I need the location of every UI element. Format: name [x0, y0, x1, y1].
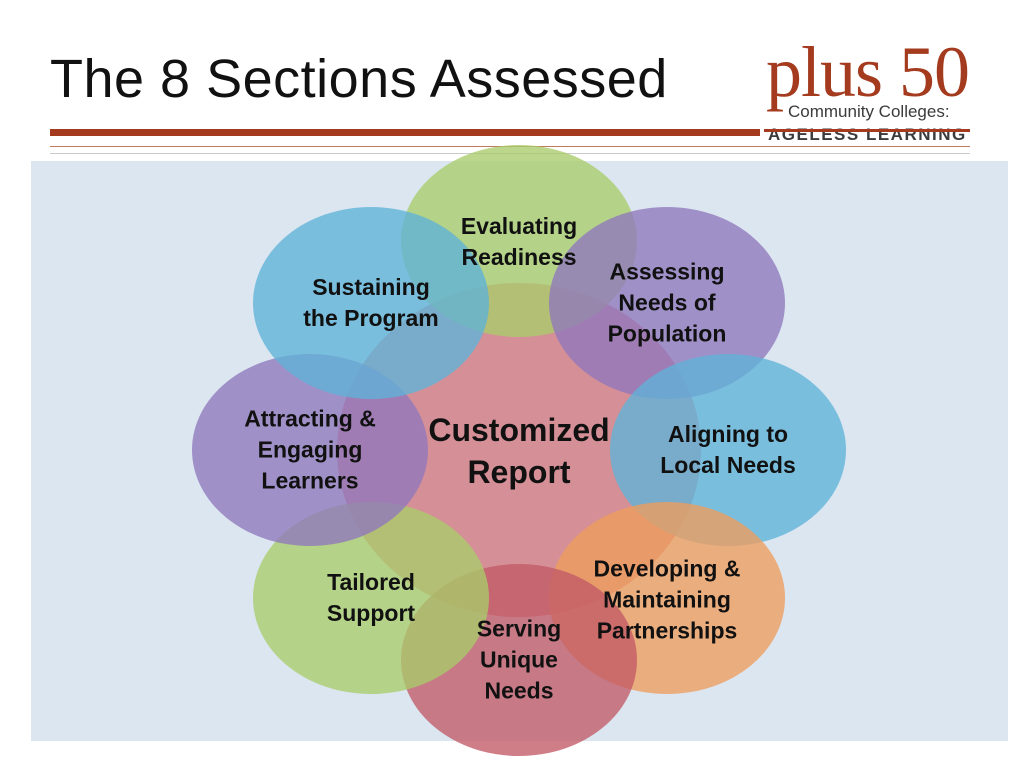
- section-circle-sustaining-program: [253, 207, 489, 399]
- section-label-sustaining-program: Sustaining the Program: [303, 274, 439, 331]
- section-label-aligning-local-needs: Aligning to Local Needs: [660, 421, 796, 478]
- section-label-serving-unique-needs: Serving Unique Needs: [476, 615, 562, 704]
- slide-title: The 8 Sections Assessed: [50, 49, 668, 109]
- center-label: Customized Report: [428, 412, 610, 490]
- section-circle-tailored-support: [253, 502, 489, 694]
- logo-wordmark: plus 50: [766, 32, 970, 112]
- logo-subtitle: Community Colleges:: [788, 102, 950, 121]
- section-label-assessing-needs: Assessing Needs of Population: [607, 258, 727, 347]
- section-label-tailored-support: Tailored Support: [326, 569, 416, 626]
- section-label-developing-partnerships: Developing & Maintaining Partnerships: [593, 555, 741, 644]
- section-circle-assessing-needs: [549, 207, 785, 399]
- section-circle-attracting-engaging: [192, 354, 428, 546]
- header-rule-right: [764, 129, 970, 132]
- section-label-attracting-engaging: Attracting & Engaging Learners: [244, 405, 376, 494]
- section-circle-aligning-local-needs: [610, 354, 846, 546]
- section-label-evaluating-readiness: Evaluating Readiness: [460, 213, 578, 270]
- header-rule-thick: [50, 129, 760, 136]
